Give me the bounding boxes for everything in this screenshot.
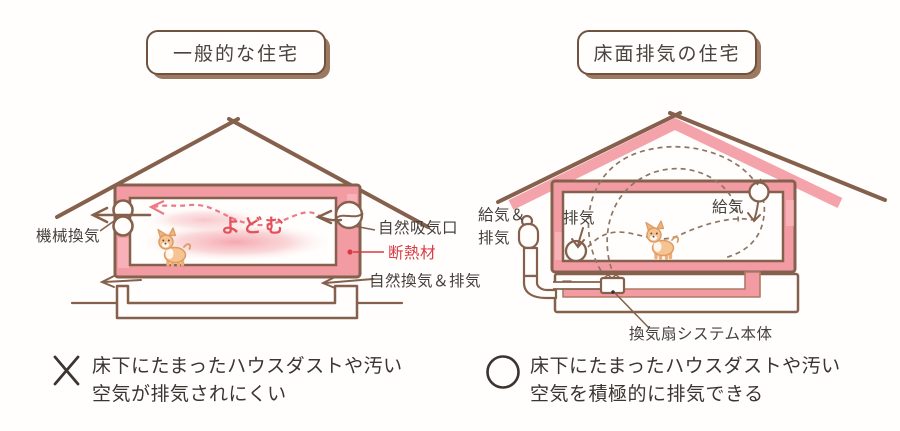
intake-pipe [553, 281, 601, 290]
circle-mark-icon [486, 355, 520, 389]
label-supply-exhaust-line2: 排気 [478, 229, 511, 247]
mechanical-vent-pointer [99, 220, 115, 232]
right-roof [496, 111, 887, 204]
natural-intake-icon [334, 200, 364, 230]
fan-system-unit [599, 274, 626, 295]
floor-exhaust-vent-icon [564, 239, 588, 263]
cross-mark-icon [53, 355, 80, 386]
left-house-title-text: 一般的な住宅 [172, 43, 299, 65]
left-roof [55, 117, 430, 229]
label-natural-vent-exhaust: 自然換気＆排気 [369, 272, 482, 290]
right-house-title: 床面排気の住宅 [577, 30, 757, 75]
supply-label-arrow [747, 202, 761, 223]
intake-in-arrow [315, 209, 343, 225]
ceiling-supply-vent-icon [748, 178, 770, 203]
mechanical-fan-icon [112, 199, 134, 237]
wall-highlight [786, 200, 794, 226]
verdict-left: 床下にたまったハウスダストや汚い 空気が排気されにくい [92, 352, 403, 408]
right-house-title-text: 床面排気の住宅 [593, 43, 741, 65]
verdict-right: 床下にたまったハウスダストや汚い 空気を積極的に排気できる [530, 352, 841, 408]
verdict-left-line2: 空気が排気されにくい [92, 383, 287, 405]
label-insulation: 断熱材 [388, 244, 437, 262]
left-house-title: 一般的な住宅 [146, 30, 326, 75]
roof-insulation-band [508, 117, 843, 210]
wall-highlight [555, 232, 564, 260]
label-supply-exhaust-stack: 給気＆ 排気 [478, 204, 526, 250]
floor-vent-arrows [99, 275, 374, 289]
right-house [496, 111, 887, 329]
label-exhaust: 排気 [563, 209, 596, 227]
left-house [55, 117, 430, 320]
air-circulation-dashes [587, 145, 766, 286]
outdoor-vent-stack [517, 214, 558, 300]
label-stagnant-air: よどむ [221, 215, 288, 237]
stagnant-flow-arrow [148, 200, 323, 227]
label-fan-system-unit: 換気扇システム本体 [629, 325, 773, 343]
fan-unit-pointer [614, 292, 650, 329]
left-foundation [115, 284, 359, 320]
verdict-right-line2: 空気を積極的に排気できる [530, 383, 764, 405]
verdict-left-line1: 床下にたまったハウスダストや汚い [92, 355, 403, 377]
verdict-right-line1: 床下にたまったハウスダストや汚い [530, 355, 841, 377]
insulation-pointer [347, 249, 384, 255]
label-natural-intake: 自然吸気口 [378, 219, 459, 237]
natural-intake-pointer [353, 225, 376, 231]
exhaust-out-arrow [90, 206, 152, 224]
label-mechanical-vent: 機械換気 [36, 227, 101, 245]
label-supply-exhaust-line1: 給気＆ [478, 206, 527, 224]
exhaust-label-arrow [571, 227, 585, 249]
label-supply: 給気 [712, 198, 745, 216]
wall-highlight [118, 238, 129, 268]
stagnant-air-wash [143, 207, 267, 233]
